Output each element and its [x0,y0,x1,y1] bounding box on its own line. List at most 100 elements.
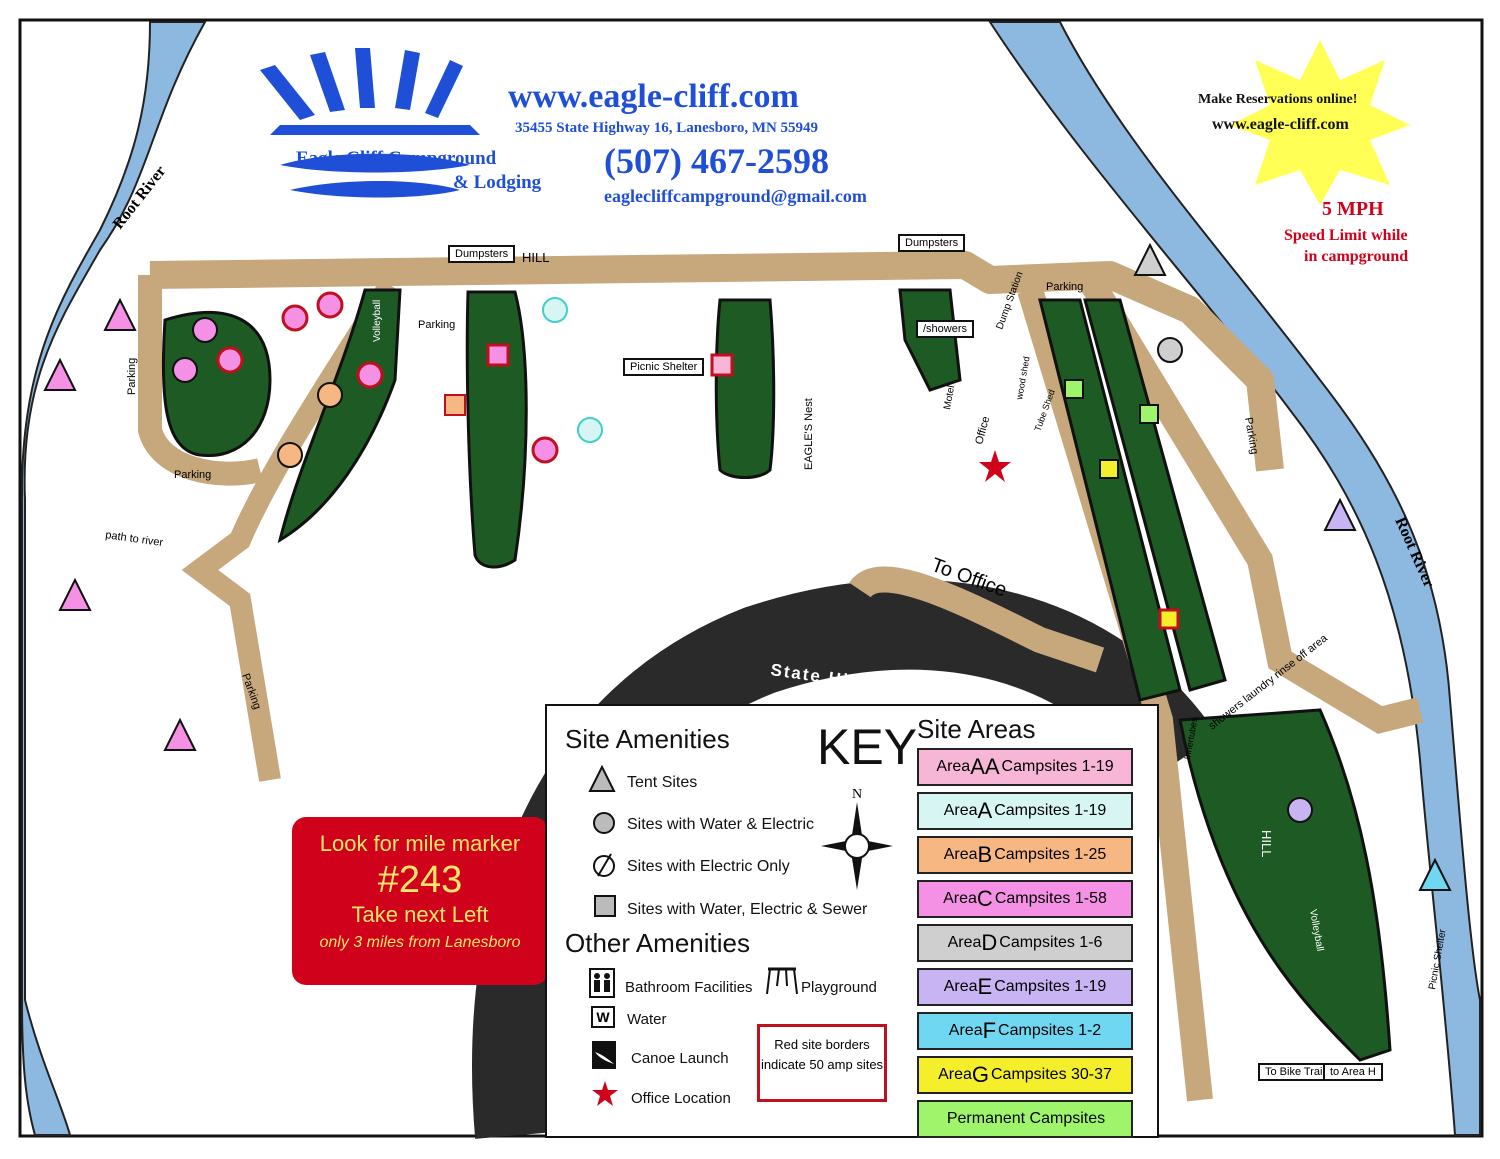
promo-line2: #243 [377,859,463,901]
site-areas-heading: Site Areas [917,714,1036,744]
office-star-icon [592,1081,618,1106]
email[interactable]: eaglecliffcampground@gmail.com [604,186,867,206]
grass-c-loop [161,311,272,458]
other-amenities-heading: Other Amenities [565,928,750,958]
phone[interactable]: (507) 467-2598 [604,141,829,181]
wes-icon [594,895,616,917]
road-to-office [849,566,1105,673]
map-key: Site Amenities KEY Site Areas Tent Sites… [545,704,1159,1138]
site-area-text: Campsites 1-58 [994,890,1107,907]
logo-sun-icon [260,48,480,198]
svg-text:W: W [596,1009,610,1025]
hill-top-label: HILL [522,250,549,265]
site-area-prefix: Area [943,802,978,819]
key-canoe: Canoe Launch [631,1050,729,1067]
site-area-text: Campsites 1-19 [994,978,1107,995]
motel-label: Motel [942,385,957,411]
site-amenities-heading: Site Amenities [565,724,730,754]
website-header[interactable]: www.eagle-cliff.com [508,78,799,115]
bike-trail-sign[interactable]: To Bike Trail [1258,1063,1332,1081]
river-right [988,21,1481,1136]
site-area-letter: F [982,1018,997,1043]
site-area-prefix: Area [936,758,971,775]
site-area-letter: AA [970,754,1000,779]
site-area-text: Campsites 30-37 [990,1066,1112,1083]
reservations-url[interactable]: www.eagle-cliff.com [1212,116,1349,133]
key-electric-only: Sites with Electric Only [627,858,790,875]
eagles-nest-label: EAGLE'S Nest [803,398,815,470]
site-area-text: Campsites 1-2 [998,1022,1102,1039]
dumpsters-sign-1: Dumpsters [448,245,516,263]
key-wes: Sites with Water, Electric & Sewer [627,901,868,918]
tent-icon [588,764,616,792]
key-office: Office Location [631,1090,731,1107]
key-tent: Tent Sites [627,774,698,791]
key-playground: Playground [801,979,877,996]
promo-line3: Take next Left [351,902,489,927]
water-icon: W [591,1006,615,1028]
site-markers [43,242,1452,891]
road-east [1078,273,1424,734]
office-star-marker [979,450,1011,482]
hill-bottom-label: HILL [1259,830,1274,857]
parking-label-4: Parking [1046,281,1083,293]
site-area-prefix: Area [943,846,978,863]
key-water: Water [627,1011,667,1028]
dumpsters-sign-2: Dumpsters [898,234,966,252]
site-area-text: Permanent Campsites [946,1110,1106,1127]
grass-volleyball [277,288,402,544]
grass-aa [714,298,776,479]
river-left [21,21,207,1136]
site-area-prefix: Area [938,1066,972,1083]
grass-north [898,288,962,392]
promo-line1: Look for mile marker [319,831,521,856]
grass-perm-2 [1083,298,1227,692]
compass-icon: N [821,787,893,890]
site-area-row: Permanent Campsites [917,1100,1133,1138]
speed-limit-line3: in campground [1304,248,1409,265]
key-title: KEY [817,719,918,775]
svg-text:N: N [852,787,862,802]
site-area-text: Campsites 1-25 [994,846,1107,863]
loop-c [138,275,263,486]
area-h-sign[interactable]: to Area H [1323,1063,1383,1081]
grass-perm-1 [1038,298,1182,702]
site-area-prefix: Area [947,934,982,951]
speed-limit-line2: Speed Limit while [1284,227,1408,244]
volleyball-label-1: Volleyball [372,300,383,342]
picnic-shelter-1: Picnic Shelter [623,358,705,376]
parking-label-3: Parking [418,319,455,331]
site-area-text: Campsites 1-19 [994,802,1107,819]
showers-sign: /showers [916,320,975,338]
site-area-text: Campsites 1-19 [1001,758,1114,775]
key-50amp-note: Red site borders indicate 50 amp sites [757,1024,887,1102]
playground-icon [766,967,798,995]
water-electric-icon [593,812,615,834]
speed-limit-value: 5 MPH [1322,198,1384,220]
address: 35455 State Highway 16, Lanesboro, MN 55… [515,120,819,136]
key-water-electric: Sites with Water & Electric [627,816,815,833]
site-area-prefix: Area [948,1022,983,1039]
bathroom-icon [589,968,615,998]
logo-name-line2: & Lodging [453,172,542,193]
site-area-prefix: Area [943,890,977,907]
reservations-line1: Make Reservations online! [1198,92,1358,107]
site-area-text: Campsites 1-6 [999,934,1103,951]
parking-label-1: Parking [126,358,138,395]
reservation-burst [1230,40,1410,205]
logo-name-line1: Eagle Cliff Campground [296,148,497,169]
site-area-letter: E [977,974,993,999]
parking-label-2: Parking [174,469,211,481]
site-area-letter: C [976,886,993,911]
site-area-letter: A [977,798,993,823]
promo-line4: only 3 miles from Lanesboro [319,934,521,951]
site-area-prefix: Area [943,978,978,995]
mile-marker-promo: Look for mile marker #243 Take next Left… [292,817,548,985]
